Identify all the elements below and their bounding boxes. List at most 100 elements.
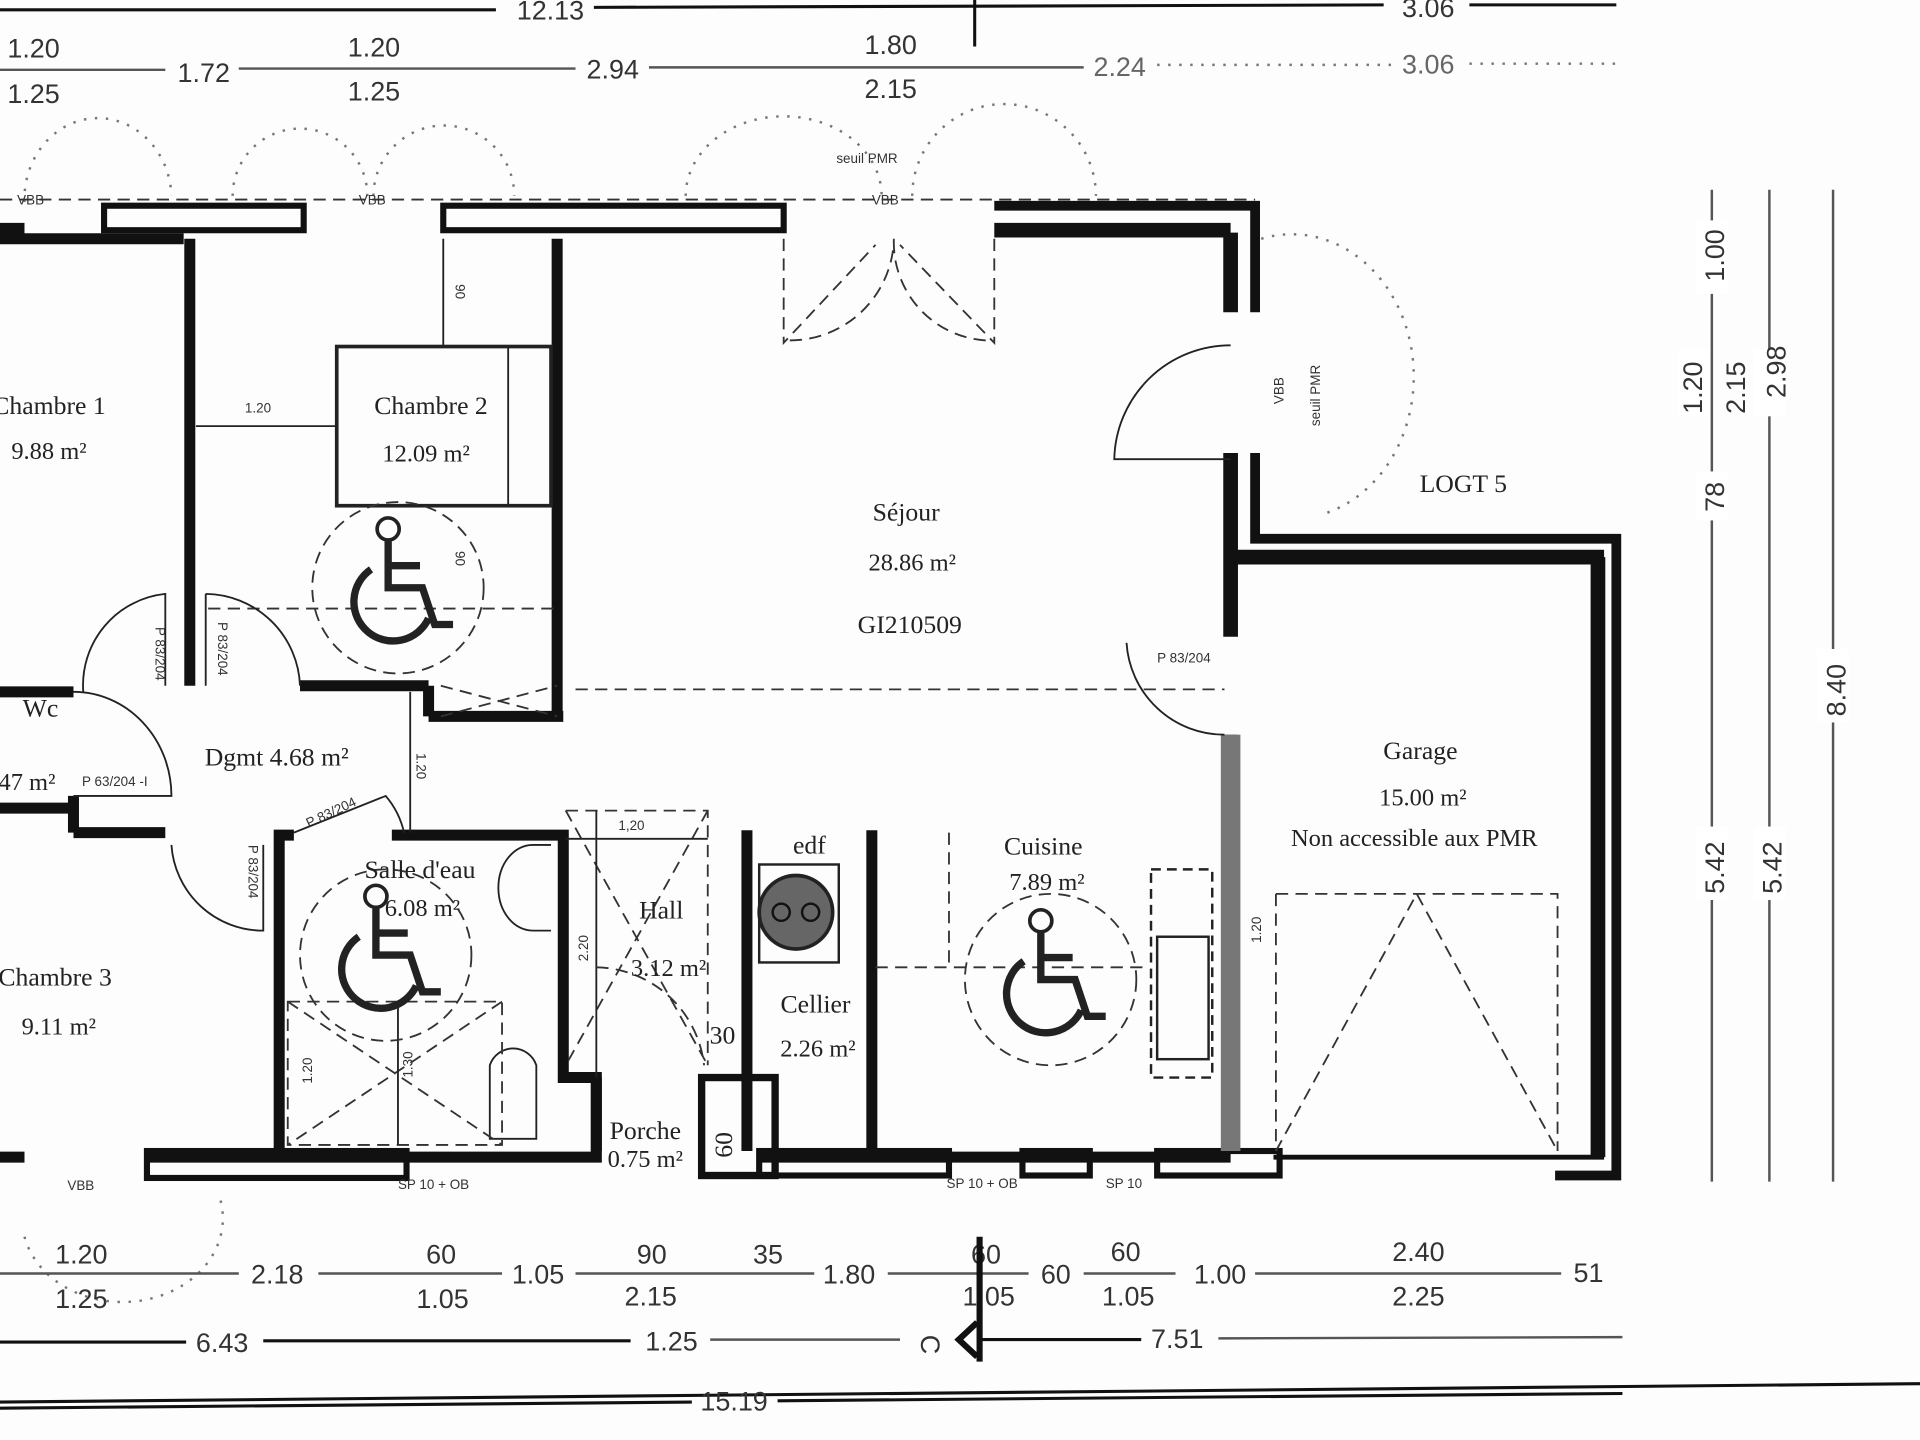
room-area-cellier: 2.26 m² bbox=[780, 1036, 855, 1063]
sp-label: SP 10 + OB bbox=[947, 1176, 1018, 1191]
dim-text: 2.94 bbox=[587, 54, 639, 84]
room-name-garage: Garage bbox=[1383, 736, 1457, 765]
room-name-salle-eau: Salle d'eau bbox=[365, 855, 476, 884]
section-arrow-icon bbox=[954, 1236, 983, 1362]
dim-text: 2.98 bbox=[1761, 346, 1791, 398]
dim-text: 60 bbox=[1041, 1259, 1071, 1289]
door-code: P 83/204 bbox=[246, 845, 261, 899]
walls bbox=[0, 200, 1622, 1182]
room-name-edf: edf bbox=[793, 830, 826, 859]
dim-text: 1.25 bbox=[7, 79, 59, 109]
room-name-chambre-1: Chambre 1 bbox=[0, 391, 106, 420]
dim-text: 35 bbox=[753, 1240, 783, 1270]
dim-text: 60 bbox=[426, 1240, 456, 1270]
dim-text: 2.25 bbox=[1392, 1281, 1444, 1311]
room-name-chambre-3: Chambre 3 bbox=[0, 963, 112, 992]
room-name-sejour: Séjour bbox=[873, 497, 941, 526]
room-area-salle-eau: 6.08 m² bbox=[385, 895, 460, 922]
dim-text: 5.42 bbox=[1700, 841, 1730, 893]
right-dimensions: 1.00 2.15 1.20 2.98 78 5.42 5.42 8.40 bbox=[1677, 189, 1851, 1182]
room-labels: Chambre 1 9.88 m² Chambre 2 12.09 m² Séj… bbox=[0, 391, 1538, 1173]
inner-dim: 90 bbox=[453, 551, 468, 566]
section-mark-label: C bbox=[915, 1335, 945, 1354]
dim-text: 6.43 bbox=[196, 1328, 248, 1358]
dim-text: 1.05 bbox=[512, 1259, 564, 1289]
inner-dim: 2.20 bbox=[576, 935, 591, 961]
door-code: P 83/204 bbox=[153, 627, 168, 681]
door-code: P 83/204 bbox=[1157, 650, 1211, 665]
garage-accessibility-note: Non accessible aux PMR bbox=[1291, 825, 1538, 852]
unit-title: LOGT 5 bbox=[1420, 469, 1507, 498]
room-name-cellier: Cellier bbox=[781, 990, 851, 1019]
door-code: P 83/204 bbox=[215, 622, 230, 676]
dim-text: 60 bbox=[971, 1240, 1001, 1270]
room-name-wc: Wc bbox=[23, 693, 59, 722]
dim-text: 1.05 bbox=[416, 1284, 468, 1314]
room-area-chambre-1: 9.88 m² bbox=[11, 438, 86, 465]
room-name-cuisine: Cuisine bbox=[1004, 832, 1083, 861]
boiler-icon bbox=[757, 873, 835, 951]
dim-text: 2.24 bbox=[1093, 52, 1145, 82]
dim-text-total: 15.19 bbox=[700, 1387, 767, 1417]
bed bbox=[334, 344, 553, 508]
wheelchair-icon bbox=[963, 892, 1138, 1067]
door-code: P 63/204 -I bbox=[82, 774, 148, 789]
dim-text: 1.20 bbox=[1678, 361, 1708, 413]
dim-text: 1.72 bbox=[178, 58, 230, 88]
dim-text: 1.00 bbox=[1194, 1259, 1246, 1289]
room-name-dgmt: Dgmt 4.68 m² bbox=[205, 742, 349, 771]
dim-text: 90 bbox=[637, 1240, 667, 1270]
inner-dim: 1,20 bbox=[618, 818, 644, 833]
dim-text: 1.05 bbox=[962, 1281, 1014, 1311]
inner-dim: 1.20 bbox=[245, 401, 271, 416]
room-area-chambre-2: 12.09 m² bbox=[382, 441, 470, 468]
window-swings bbox=[23, 102, 1416, 1304]
vbb-label: VBB bbox=[872, 192, 899, 207]
dim-text: 5.42 bbox=[1758, 841, 1788, 893]
dim-text: 1.80 bbox=[864, 30, 916, 60]
dim-text: 2.15 bbox=[624, 1281, 676, 1311]
room-area-garage: 15.00 m² bbox=[1379, 785, 1467, 812]
dim-text: 1.05 bbox=[1102, 1281, 1154, 1311]
wheelchair-icons bbox=[299, 501, 1138, 1067]
dim-text: 2.18 bbox=[251, 1259, 303, 1289]
dim-text: 1.25 bbox=[645, 1327, 697, 1357]
dim-text: 1.25 bbox=[55, 1284, 107, 1314]
wheelchair-icon bbox=[299, 868, 473, 1042]
interior-details bbox=[73, 238, 1559, 1152]
inner-dim: 1.20 bbox=[1249, 917, 1264, 943]
wheelchair-icon bbox=[311, 501, 485, 675]
inner-dim: 1.20 bbox=[413, 753, 428, 779]
door-code: P 83/204 bbox=[304, 794, 359, 830]
sp-label: SP 10 + OB bbox=[398, 1177, 469, 1192]
kitchen-counter bbox=[1149, 868, 1214, 1079]
vbb-label: VBB bbox=[67, 1178, 94, 1193]
inner-dim: 60 bbox=[709, 1132, 738, 1158]
room-area-chambre-3: 9.11 m² bbox=[22, 1014, 96, 1041]
vbb-label: VBB bbox=[17, 192, 44, 207]
dim-text: 2.15 bbox=[864, 74, 916, 104]
dim-text: 7.51 bbox=[1151, 1324, 1203, 1354]
dim-text: 3.06 bbox=[1402, 0, 1454, 23]
seuil-pmr-label: seuil PMR bbox=[1308, 365, 1323, 427]
dim-text: 3.06 bbox=[1402, 49, 1454, 79]
room-area-cuisine: 7.89 m² bbox=[1009, 869, 1084, 896]
annotations: VBB seuil PMR VBB VBB VBB VBB SP 10 + OB… bbox=[17, 192, 1323, 1193]
dim-text: 2.15 bbox=[1721, 361, 1751, 413]
dim-text: 60 bbox=[1111, 1237, 1141, 1267]
room-area-porche: 0.75 m² bbox=[608, 1146, 683, 1173]
top-dimensions: 12.13 3.06 1.20 1.20 1.80 1.72 2.94 2.24… bbox=[0, 0, 1617, 109]
vbb-label: VBB bbox=[1271, 377, 1286, 404]
inner-dim: 90 bbox=[453, 284, 468, 299]
dim-text: 1.20 bbox=[55, 1240, 107, 1270]
dim-text: 1.25 bbox=[348, 76, 400, 106]
room-area-sejour: 28.86 m² bbox=[868, 550, 956, 577]
sp-label: SP 10 bbox=[1106, 1176, 1142, 1191]
room-name-hall: Hall bbox=[639, 895, 683, 924]
inner-dim: 30 bbox=[710, 1020, 736, 1049]
inner-dim: 1.20 bbox=[300, 1057, 315, 1083]
sink bbox=[1155, 935, 1210, 1061]
dim-text: 12.13 bbox=[517, 0, 584, 26]
dim-text: 78 bbox=[1700, 482, 1730, 512]
